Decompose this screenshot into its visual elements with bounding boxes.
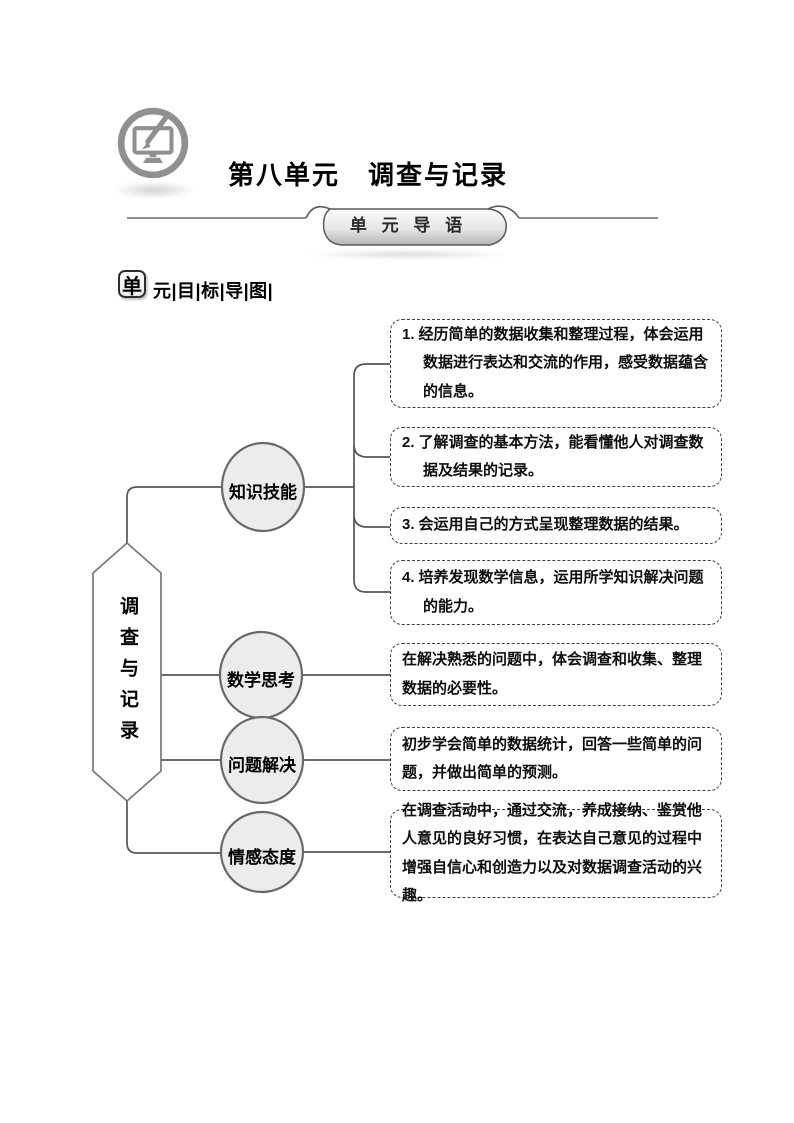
unit-intro-ribbon — [127, 205, 658, 246]
banner-label: 单 元 导 语 — [349, 216, 468, 235]
goal-box-1: 1.经历简单的数据收集和整理过程，体会运用数据进行表达和交流的作用，感受数据蕴含… — [390, 319, 722, 408]
monitor-pen-icon — [116, 106, 190, 180]
goal-number: 4. — [402, 569, 415, 586]
node-knowledge-skills: 知识技能 — [229, 483, 297, 502]
goal-number: 3. — [402, 516, 415, 534]
node-emotional-attitude: 情感态度 — [228, 848, 296, 867]
goal-text: 了解调查的基本方法，能看懂他人对调查数据及结果的记录。 — [418, 433, 704, 480]
goal-text: 在解决熟悉的问题中，体会调查和收集、整理数据的必要性。 — [402, 651, 703, 697]
banner-shadow — [305, 250, 510, 259]
goal-box-problem-solving: 初步学会简单的数据统计，回答一些简单的问题，并做出简单的预测。 — [390, 727, 722, 791]
goal-box-4: 4.培养发现数学信息，运用所学知识解决问题的能力。 — [390, 560, 722, 625]
root-node-label: 调查与记录 — [117, 596, 138, 751]
goal-number: 2. — [402, 433, 415, 451]
node-math-thinking: 数学思考 — [227, 671, 295, 690]
section-badge: 单 — [118, 270, 146, 298]
page-title: 第八单元 调查与记录 — [228, 160, 509, 191]
goal-text: 经历简单的数据收集和整理过程，体会运用数据进行表达和交流的作用，感受数据蕴含的信… — [418, 325, 709, 400]
icon-shadow — [112, 182, 196, 198]
goal-box-math-thinking: 在解决熟悉的问题中，体会调查和收集、整理数据的必要性。 — [390, 643, 722, 706]
goal-box-2: 2.了解调查的基本方法，能看懂他人对调查数据及结果的记录。 — [390, 427, 722, 487]
goal-text: 培养发现数学信息，运用所学知识解决问题的能力。 — [418, 569, 704, 615]
section-heading: 元|目|标|导|图| — [153, 281, 274, 301]
node-problem-solving: 问题解决 — [228, 756, 296, 775]
goal-text: 在调查活动中，通过交流，养成接纳、鉴赏他人意见的良好习惯，在表达自己意见的过程中… — [402, 801, 703, 905]
goal-number: 1. — [402, 325, 415, 343]
goal-text: 初步学会简单的数据统计，回答一些简单的问题，并做出简单的预测。 — [402, 735, 703, 782]
goal-text: 会运用自己的方式呈现整理数据的结果。 — [418, 516, 689, 534]
goal-box-3: 3.会运用自己的方式呈现整理数据的结果。 — [390, 507, 722, 544]
goal-box-emotional-attitude: 在调查活动中，通过交流，养成接纳、鉴赏他人意见的良好习惯，在表达自己意见的过程中… — [390, 802, 722, 904]
goal-map-diagram — [92, 363, 390, 894]
